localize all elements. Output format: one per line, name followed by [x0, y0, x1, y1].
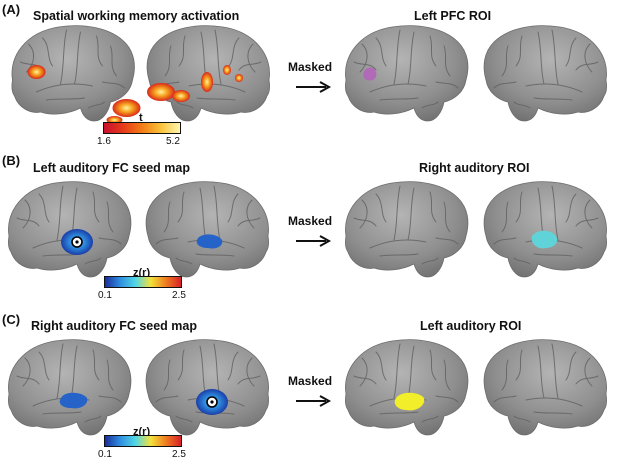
- panel-c-colorbar-min: 0.1: [98, 449, 112, 460]
- panel-b-roi-left-brain: [344, 181, 469, 278]
- panel-b-colorbar: [104, 276, 182, 288]
- panel-a-masked-label: Masked: [288, 60, 333, 74]
- roi-region: [394, 392, 425, 411]
- panel-a-roi-left-brain: [344, 25, 469, 122]
- panel-a-roi-right-brain: [480, 22, 612, 122]
- panel-b-left-hemisphere-brain: [7, 181, 132, 278]
- panel-b-arrow-icon: [296, 235, 332, 247]
- activation-blob: [106, 116, 123, 122]
- roi-region: [531, 230, 558, 249]
- panel-b-left-title: Left auditory FC seed map: [33, 161, 190, 175]
- panel-b-right-hemisphere-brain: [142, 178, 274, 278]
- panel-c-right-title: Left auditory ROI: [420, 319, 522, 333]
- panel-a-left-title: Spatial working memory activation: [33, 9, 240, 23]
- panel-b-masked-label: Masked: [288, 214, 333, 228]
- activation-blob: [223, 65, 231, 75]
- panel-a-colorbar-max: 5.2: [166, 136, 180, 147]
- seed-map-region: [196, 234, 223, 249]
- panel-c-roi-right-brain: [480, 336, 612, 436]
- panel-c-left-hemisphere-brain: [7, 339, 132, 436]
- panel-c-label: (C): [2, 312, 21, 327]
- panel-b-right-title: Right auditory ROI: [419, 161, 530, 175]
- panel-b-colorbar-max: 2.5: [172, 290, 186, 301]
- panel-a-left-hemisphere-brain: [11, 25, 141, 122]
- panel-c-arrow-icon: [296, 395, 332, 407]
- panel-a-arrow-icon: [296, 81, 332, 93]
- panel-a-right-hemisphere-brain: [147, 22, 275, 122]
- activation-blob: [172, 90, 190, 102]
- panel-b-label: (B): [2, 153, 21, 168]
- seed-map-region: [59, 392, 88, 409]
- panel-c-colorbar: [104, 435, 182, 447]
- panel-a-label: (A): [2, 2, 21, 17]
- panel-a-colorbar-min: 1.6: [97, 136, 111, 147]
- roi-region: [363, 67, 377, 81]
- panel-c-left-title: Right auditory FC seed map: [31, 319, 197, 333]
- panel-c-colorbar-max: 2.5: [172, 449, 186, 460]
- activation-blob: [27, 65, 46, 79]
- panel-a-colorbar: [103, 122, 181, 134]
- activation-blob: [112, 99, 141, 117]
- panel-c-right-hemisphere-brain: [142, 336, 274, 436]
- panel-c-roi-left-brain: [344, 339, 469, 436]
- panel-a-colorbar-title: t: [139, 112, 143, 124]
- panel-a-right-title: Left PFC ROI: [414, 9, 492, 23]
- panel-b-roi-right-brain: [480, 178, 612, 278]
- activation-blob: [235, 74, 243, 82]
- activation-blob: [147, 83, 175, 101]
- panel-c-masked-label: Masked: [288, 374, 333, 388]
- panel-b-colorbar-min: 0.1: [98, 290, 112, 301]
- activation-blob: [201, 72, 213, 92]
